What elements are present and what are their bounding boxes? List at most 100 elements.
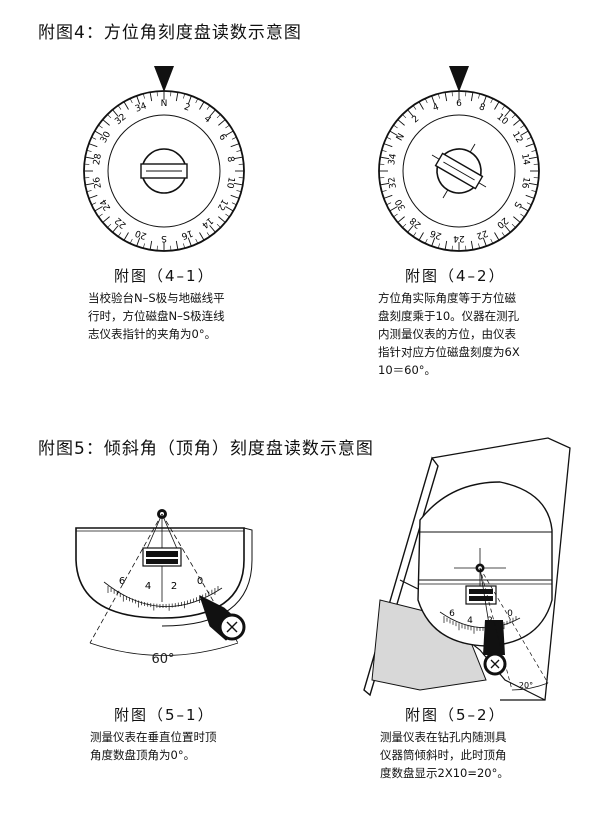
- dial-tick: [393, 213, 398, 218]
- dial-tick: [225, 213, 230, 218]
- dial-tick: [98, 213, 103, 218]
- fig-4-1-desc-line: 当校验台N–S极与地磁线平: [88, 291, 225, 305]
- dial-tick: [482, 95, 487, 105]
- dial-tick: [206, 232, 211, 237]
- gauge-5-2-angle-arc: [511, 682, 549, 691]
- dial-label: N: [395, 132, 407, 143]
- dial-tick: [129, 98, 133, 104]
- dial-tick: [386, 202, 392, 206]
- dial-tick: [424, 238, 428, 244]
- dial-tick: [187, 237, 192, 247]
- dial-tick: [88, 194, 98, 199]
- gauge-5-2-body: [417, 481, 553, 647]
- gauge-5-2-casing: [431, 437, 571, 701]
- dial-4-2-inner-ring: [402, 114, 516, 228]
- dial-tick: [393, 124, 398, 129]
- dial-tick: [412, 105, 417, 110]
- dial-tick: [225, 206, 234, 212]
- dial-label: 2: [411, 114, 422, 125]
- dial-tick: [225, 130, 234, 136]
- dial-tick: [236, 190, 242, 192]
- gauge-5-2-window: [465, 585, 497, 605]
- dial-tick: [412, 232, 417, 237]
- dial-tick: [381, 150, 387, 152]
- fig-5-2-desc-line: 度数盘显示2X10=20°。: [380, 766, 509, 780]
- dial-tick: [209, 109, 216, 117]
- dial-tick: [444, 92, 448, 102]
- dial-tick: [520, 206, 529, 212]
- dial-tick: [117, 105, 122, 110]
- dial-tick: [218, 216, 226, 223]
- dial-tick: [175, 92, 179, 102]
- dial-label: 12: [215, 197, 229, 212]
- dial-label: 22: [475, 227, 489, 240]
- dial-tick: [513, 119, 521, 126]
- dial-tick: [431, 237, 436, 247]
- fig-5-1-desc: 测量仪表在垂直位置时顶 角度数盘顶角为0°。: [90, 728, 280, 764]
- dial-label: 34: [387, 153, 399, 166]
- gauge-5-2-label-0: 0: [507, 609, 513, 619]
- dial-tick: [402, 223, 407, 228]
- dial-tick: [94, 130, 103, 136]
- dial-tick: [470, 240, 474, 250]
- dial-label: N: [161, 99, 168, 109]
- dial-tick: [520, 213, 525, 218]
- dial-label: 12: [510, 130, 524, 145]
- dial-tick: [383, 143, 393, 148]
- dial-tick: [183, 243, 185, 249]
- fig-4-2-desc-line: 方位角实际角度等于方位磁: [378, 291, 516, 305]
- dial-tick: [218, 119, 226, 126]
- dial-tick: [233, 156, 243, 160]
- dial-tick: [531, 190, 537, 192]
- dial-tick: [494, 101, 500, 110]
- fig-4-2-desc-line: 指针对应方位磁盘刻度为6X: [378, 345, 520, 359]
- dial-tick: [143, 243, 145, 249]
- dial-tick: [216, 223, 221, 228]
- dial-tick: [231, 202, 237, 206]
- dial-tick: [528, 182, 538, 186]
- gauge-5-2-label-4: 4: [467, 616, 473, 626]
- dial-tick: [490, 238, 494, 244]
- dial-tick: [143, 93, 145, 99]
- dial-tick: [86, 150, 92, 152]
- dial-tick: [389, 206, 398, 212]
- dial-tick: [136, 95, 141, 105]
- fig-4-2-desc: 方位角实际角度等于方位磁 盘刻度乘于10。仪器在测孔 内测量仪表的方位，由仪表 …: [378, 289, 578, 379]
- gauge-5-1-edge: [161, 527, 253, 627]
- dial-label: 34: [134, 101, 148, 114]
- dial-tick: [129, 238, 133, 244]
- fig-5-1-desc-line: 测量仪表在垂直位置时顶: [90, 730, 217, 744]
- dial-tick: [424, 98, 428, 104]
- gauge-5-2-label-6: 6: [449, 609, 455, 619]
- dial-tick: [199, 101, 205, 110]
- dial-tick: [206, 105, 211, 110]
- dial-label: 10: [224, 176, 236, 189]
- fig-4-2-caption: 附图（4–2）: [405, 267, 506, 285]
- dial-tick: [494, 232, 500, 241]
- fig-5-1-desc-line: 角度数盘顶角为0°。: [90, 748, 196, 762]
- dial-label: 26: [92, 176, 104, 189]
- dial-4-2-pointer: [449, 66, 469, 92]
- dial-tick: [525, 194, 535, 199]
- dial-label: 16: [180, 227, 194, 240]
- dial-tick: [112, 109, 119, 117]
- dial-tick: [236, 150, 242, 152]
- dial-tick: [504, 225, 511, 233]
- dial-tick: [431, 95, 436, 105]
- dial-label: 6: [456, 99, 462, 109]
- gauge-5-1-label-2: 2: [171, 581, 177, 592]
- dial-label: S: [161, 233, 167, 243]
- dial-tick: [102, 216, 110, 223]
- dial-tick: [397, 216, 405, 223]
- dial-tick: [117, 232, 122, 237]
- dial-label: 26: [429, 227, 443, 240]
- fig-4-1-desc: 当校验台N–S极与地磁线平 行时，方位磁盘N–S极连线 志仪表指针的夹角为0°。: [88, 289, 278, 343]
- dial-4-2-ticks: [379, 91, 539, 251]
- dial-tick: [123, 101, 129, 110]
- fig-5-2-desc: 测量仪表在钻孔内随测具 仪器筒倾斜时，此时顶角 度数盘显示2X10=20°。: [380, 728, 580, 782]
- dial-tick: [98, 124, 103, 129]
- dial-tick: [504, 109, 511, 117]
